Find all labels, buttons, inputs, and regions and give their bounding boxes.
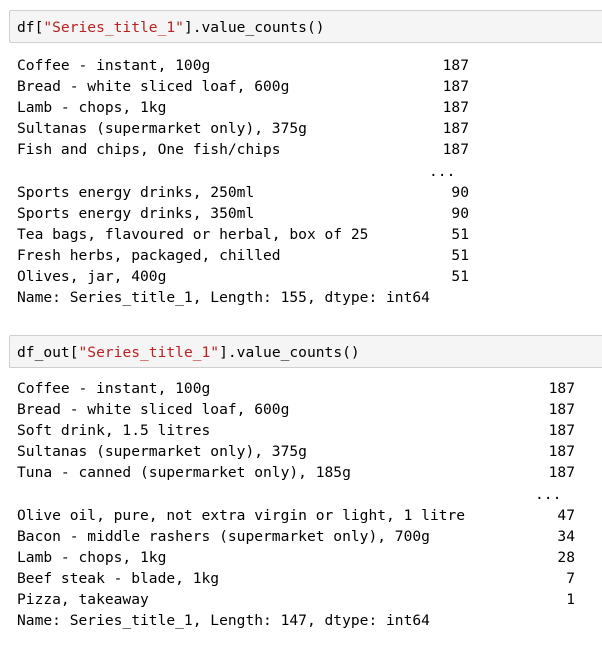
item-count: 51 [451, 226, 469, 243]
item-count: 187 [548, 422, 575, 439]
item-label: Fish and chips, One fish/chips [17, 141, 281, 158]
item-label: Olive oil, pure, not extra virgin or lig… [17, 507, 466, 524]
code-cell-2-input[interactable]: df_out["Series_title_1"].value_counts() [9, 335, 602, 368]
code-cell-2-suffix: ].value_counts() [219, 344, 360, 361]
item-label: Lamb - chops, 1kg [17, 549, 167, 566]
item-label: Sultanas (supermarket only), 375g [17, 443, 307, 460]
code-cell-1-suffix: ].value_counts() [183, 19, 325, 36]
code-cell-1-prefix: df[ [17, 19, 44, 36]
ellipsis: ... [535, 486, 562, 503]
item-count: 28 [557, 549, 575, 566]
code-cell-2-string: "Series_title_1" [78, 344, 220, 361]
item-count: 187 [442, 57, 469, 74]
item-label: Fresh herbs, packaged, chilled [17, 247, 281, 264]
item-count: 90 [451, 184, 469, 201]
item-count: 187 [442, 141, 469, 158]
item-count: 1 [566, 591, 575, 608]
series-footer: Name: Series_title_1, Length: 147, dtype… [17, 612, 430, 629]
code-cell-1-string: "Series_title_1" [43, 19, 184, 36]
item-count: 187 [548, 464, 575, 481]
item-count: 51 [451, 247, 469, 264]
code-cell-1-text[interactable]: df["Series_title_1"].value_counts() [17, 19, 325, 36]
item-count: 90 [451, 205, 469, 222]
item-count: 187 [548, 401, 575, 418]
code-cell-2-text[interactable]: df_out["Series_title_1"].value_counts() [17, 344, 360, 361]
item-count: 187 [548, 380, 575, 397]
item-label: Coffee - instant, 100g [17, 57, 211, 74]
item-count: 34 [557, 528, 575, 545]
item-label: Tea bags, flavoured or herbal, box of 25 [17, 226, 369, 243]
item-label: Lamb - chops, 1kg [17, 99, 167, 116]
item-label: Coffee - instant, 100g [17, 380, 211, 397]
item-count: 187 [442, 78, 469, 95]
code-cell-1-input[interactable]: df["Series_title_1"].value_counts() [9, 10, 602, 43]
item-label: Bacon - middle rashers (supermarket only… [17, 528, 430, 545]
item-count: 7 [566, 570, 575, 587]
item-label: Tuna - canned (supermarket only), 185g [17, 464, 351, 481]
item-count: 187 [548, 443, 575, 460]
item-label: Bread - white sliced loaf, 600g [17, 78, 290, 95]
item-count: 187 [442, 120, 469, 137]
item-label: Sultanas (supermarket only), 375g [17, 120, 307, 137]
item-label: Pizza, takeaway [17, 591, 149, 608]
code-cell-2-prefix: df_out[ [17, 344, 79, 361]
item-count: 47 [557, 507, 575, 524]
item-label: Sports energy drinks, 250ml [17, 184, 255, 201]
item-label: Sports energy drinks, 350ml [17, 205, 255, 222]
ellipsis: ... [429, 163, 456, 180]
item-label: Olives, jar, 400g [17, 268, 167, 285]
item-label: Beef steak - blade, 1kg [17, 570, 220, 587]
item-label: Soft drink, 1.5 litres [17, 422, 211, 439]
item-count: 187 [442, 99, 469, 116]
item-count: 51 [451, 268, 469, 285]
series-footer: Name: Series_title_1, Length: 155, dtype… [17, 289, 430, 306]
item-label: Bread - white sliced loaf, 600g [17, 401, 290, 418]
